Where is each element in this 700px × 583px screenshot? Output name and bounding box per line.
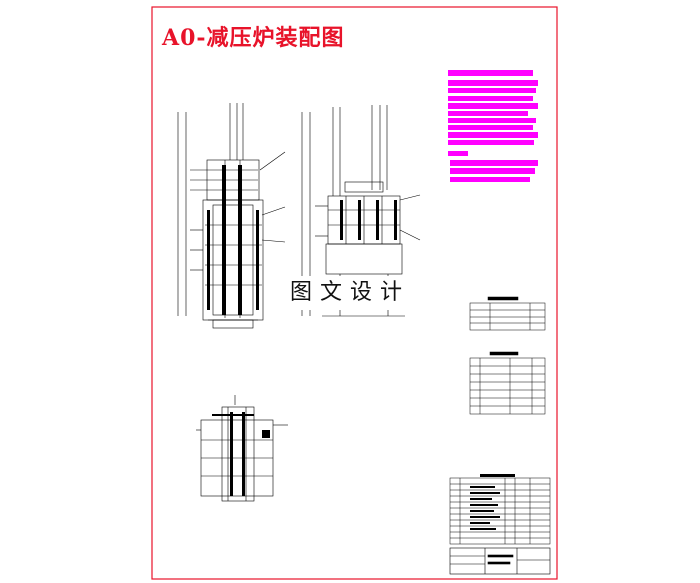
plan-view-hatching xyxy=(212,412,270,496)
right-view-hatching xyxy=(340,200,397,240)
parts-list-table xyxy=(449,477,551,545)
parts-list-text-marks xyxy=(470,474,515,530)
technical-notes xyxy=(448,70,538,182)
title-block xyxy=(449,547,551,575)
plan-view xyxy=(196,395,288,502)
left-view-hatching xyxy=(207,165,259,315)
watermark-text: 图文设计 xyxy=(283,276,417,310)
nozzle-table xyxy=(469,351,546,415)
right-elevation-view xyxy=(301,105,421,317)
parameter-table xyxy=(469,296,546,331)
drawing-title: A0-减压炉装配图 xyxy=(162,25,345,51)
